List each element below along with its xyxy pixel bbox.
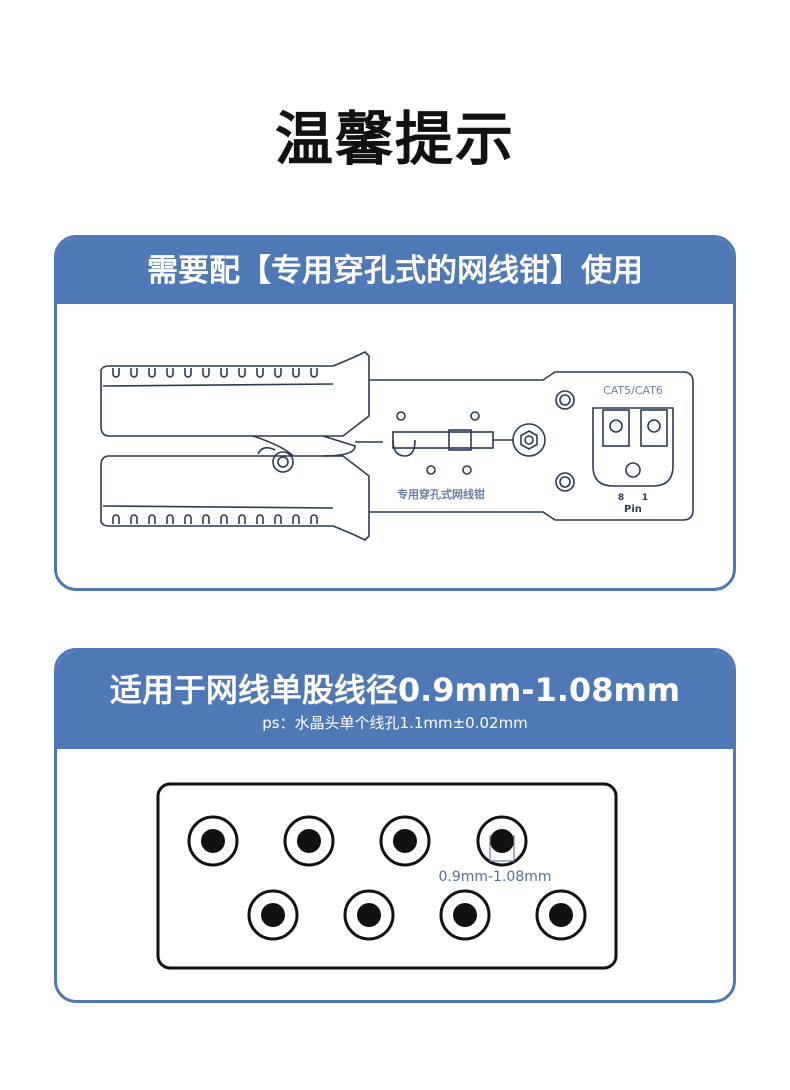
wire-gauge-card: 适用于网线单股线径0.9mm-1.08mm ps：水晶头单个线孔1.1mm±0.… <box>54 648 736 1003</box>
card-heading: 需要配【专用穿孔式的网线钳】使用 <box>57 238 733 304</box>
connector-hole-diagram: 0.9mm-1.08mm <box>156 782 618 970</box>
wire-gauge-heading: 适用于网线单股线径0.9mm-1.08mm <box>109 671 681 709</box>
page-title: 温馨提示 <box>274 105 515 173</box>
crimper-requirement-card: 需要配【专用穿孔式的网线钳】使用 <box>54 235 736 591</box>
port-label: CAT5/CAT6 <box>603 384 663 397</box>
pin-1-label: 1 <box>642 493 648 503</box>
pin-label: Pin <box>624 504 642 515</box>
pin-8-label: 8 <box>618 493 624 503</box>
tool-label: 专用穿孔式网线钳 <box>397 487 485 501</box>
dimension-label: 0.9mm-1.08mm <box>438 869 551 885</box>
crimping-tool-illustration: CAT5/CAT6 8 1 Pin 专用穿孔式网线钳 <box>100 351 694 541</box>
card-heading: 适用于网线单股线径0.9mm-1.08mm ps：水晶头单个线孔1.1mm±0.… <box>57 651 733 749</box>
wire-gauge-subheading: ps：水晶头单个线孔1.1mm±0.02mm <box>262 714 528 732</box>
